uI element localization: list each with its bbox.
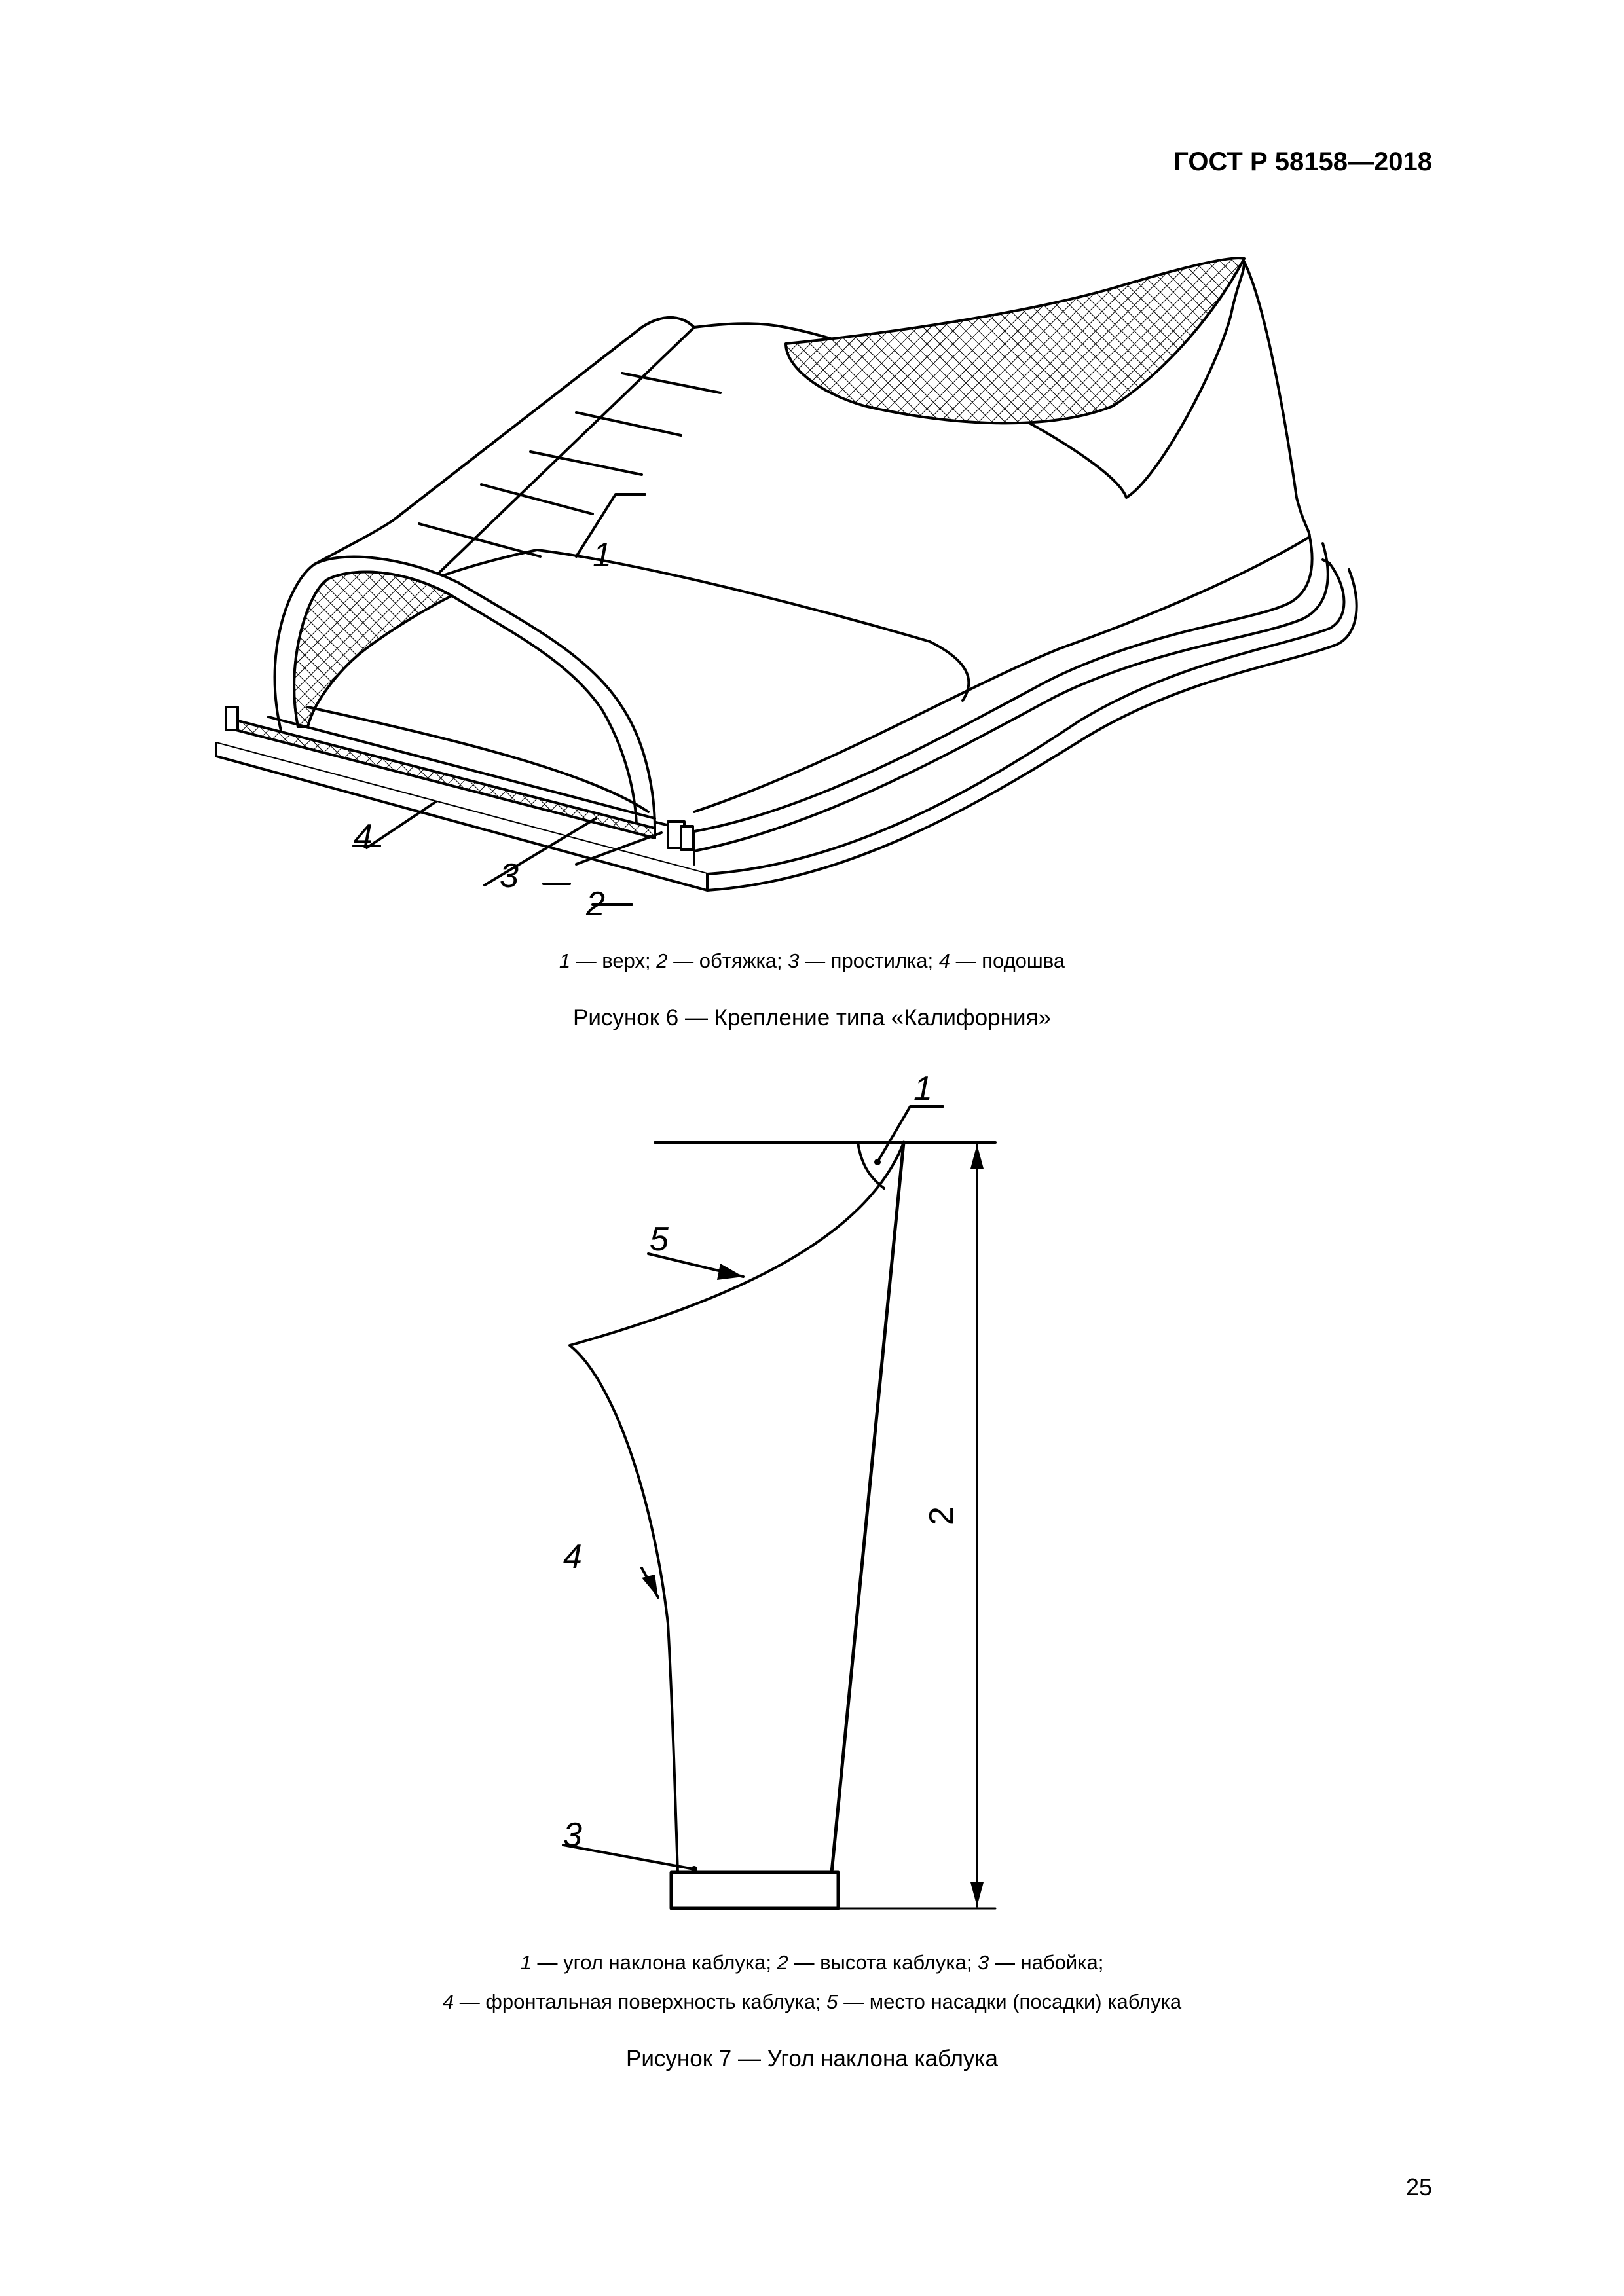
- legend-text: — фронтальная поверхность каблука;: [454, 1990, 827, 2013]
- legend-num: 4: [442, 1990, 454, 2013]
- legend-num: 2: [656, 949, 668, 972]
- figure-6-legend: 1 — верх; 2 — обтяжка; 3 — простилка; 4 …: [0, 949, 1624, 973]
- legend-num: 3: [788, 949, 800, 972]
- insole-mesh: [784, 257, 1246, 425]
- figure-7-legend-line-2: 4 — фронтальная поверхность каблука; 5 —…: [0, 1990, 1624, 2014]
- legend-text: — обтяжка;: [667, 949, 788, 972]
- heel-top-piece: [669, 1870, 840, 1910]
- figure-6-caption: Рисунок 6 — Крепление типа «Калифорния»: [573, 1005, 1051, 1030]
- legend-text: — место насадки (посадки) каблука: [838, 1990, 1182, 2013]
- legend-text: — угол наклона каблука;: [531, 1951, 777, 1974]
- figure-7-caption: Рисунок 7 — Угол наклона каблука: [626, 2046, 998, 2071]
- figure-7-legend-line-1: 1 — угол наклона каблука; 2 — высота каб…: [0, 1951, 1624, 1975]
- legend-num: 3: [978, 1951, 989, 1974]
- legend-text: — высота каблука;: [788, 1951, 978, 1974]
- legend-text: — подошва: [950, 949, 1065, 972]
- page-number: 25: [1405, 2174, 1432, 2200]
- callout-1-fig6: 1: [593, 536, 612, 574]
- callout-4-fig6: 4: [354, 818, 373, 856]
- callout-1-fig7: 1: [913, 1070, 932, 1108]
- callout-2-fig7: 2: [923, 1506, 961, 1525]
- callout-5-fig7: 5: [650, 1220, 669, 1258]
- callout-3-fig7: 3: [563, 1816, 582, 1854]
- legend-num: 4: [938, 949, 951, 972]
- legend-num: 2: [777, 1951, 788, 1974]
- callout-4-fig7: 4: [563, 1538, 582, 1576]
- callout-2-fig6: 2: [585, 885, 605, 923]
- figure-7-drawing: 1 2 3 4 5: [562, 1070, 997, 1910]
- legend-num: 1: [520, 1951, 532, 1974]
- callout-3-fig6: 3: [500, 857, 519, 895]
- legend-text: — верх;: [570, 949, 657, 972]
- legend-text: — набойка;: [989, 1951, 1104, 1974]
- document-header: ГОСТ Р 58158—2018: [1173, 147, 1432, 176]
- angle-arc: [857, 1141, 885, 1190]
- figure-6-drawing: 1 2 3 4: [215, 257, 1358, 923]
- legend-text: — простилка;: [799, 949, 939, 972]
- legend-num: 5: [826, 1990, 838, 2013]
- legend-num: 1: [559, 949, 571, 972]
- heel-profile: [568, 1141, 905, 1874]
